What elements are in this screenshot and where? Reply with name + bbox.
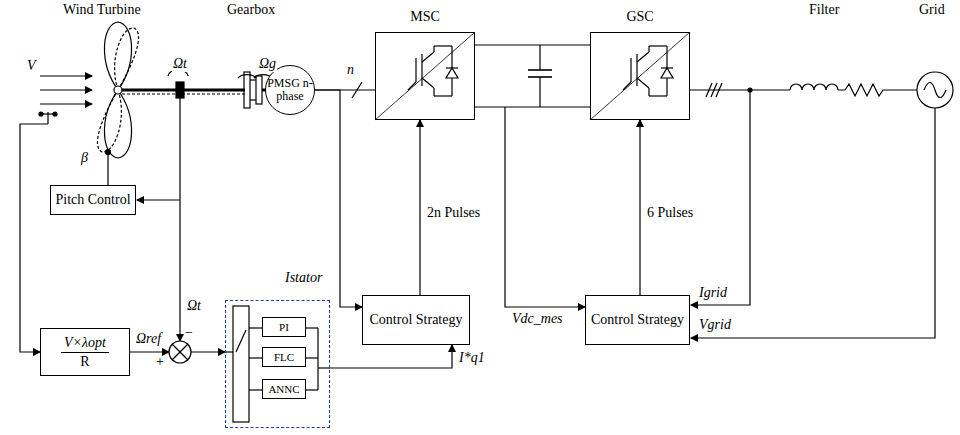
generator-circle: PMSG n-phase	[265, 65, 315, 115]
filter-inductor	[790, 84, 838, 90]
controller-box: FLC	[262, 347, 306, 367]
node-text: FLC	[274, 351, 294, 364]
converter-box: GSC	[590, 32, 690, 120]
node-text: +	[156, 355, 164, 369]
signal-label: Gearbox	[226, 2, 276, 18]
connector	[419, 120, 420, 295]
signal-label: 6 Pulses	[646, 205, 694, 221]
wind-arrow	[40, 89, 92, 90]
signal-label: Vdc_mes	[511, 311, 564, 327]
bearing	[176, 82, 184, 98]
signal-label: Filter	[808, 2, 840, 18]
node-text: GSC	[591, 9, 689, 25]
control-box: Pitch Control	[50, 185, 136, 215]
grid-sine	[924, 83, 946, 98]
pitch-dot	[106, 150, 111, 155]
controller-box: PI	[262, 317, 306, 337]
signal-label: I*q1	[458, 350, 486, 366]
dc-voltage-wire	[505, 107, 585, 307]
junction-dot	[748, 88, 752, 92]
control-box: Control Strategy	[585, 295, 690, 345]
signal-label: Wind Turbine	[62, 2, 142, 18]
connector	[130, 351, 169, 352]
connector	[639, 120, 640, 295]
converter-box: MSC	[375, 32, 475, 120]
node-text: Control Strategy	[370, 312, 463, 328]
filter-resistor	[838, 84, 917, 96]
phase-slash	[711, 83, 717, 97]
node-text: PMSG n-phase	[267, 77, 313, 103]
connector	[475, 44, 590, 45]
summing-cross	[172, 344, 188, 360]
wind-speed-wire	[20, 124, 48, 352]
anemometer	[39, 112, 57, 124]
phase-slash	[706, 83, 712, 97]
grid-source	[917, 72, 953, 108]
signal-label: Ωt	[186, 298, 202, 314]
node-text: MSC	[376, 9, 474, 25]
summing-circle	[169, 341, 191, 363]
signal-label: Igrid	[698, 285, 728, 301]
node-text: −	[185, 326, 193, 340]
reference-box: V×λoptR	[40, 328, 130, 376]
node-text: Control Strategy	[591, 312, 684, 328]
signal-label: Ωref	[135, 331, 162, 347]
phase-slash	[716, 83, 722, 97]
signal-label: Grid	[918, 2, 946, 18]
grid-current-wire	[691, 90, 750, 305]
control-box: Control Strategy	[362, 295, 470, 345]
controller-group: PI FLC ANNC	[225, 300, 330, 428]
node-text: ANNC	[268, 383, 299, 396]
pitch-wire	[107, 152, 108, 185]
node-text: V×λopt	[61, 335, 109, 353]
selector-switch	[225, 306, 330, 422]
signal-label: V	[26, 58, 37, 74]
dc-bus-wire	[475, 106, 590, 107]
wind-arrow	[40, 75, 92, 76]
signal-label: β	[80, 150, 89, 166]
signal-label: Ωt	[172, 56, 188, 72]
grid-wire	[690, 89, 790, 90]
controller-box: ANNC	[262, 379, 306, 399]
signal-label: Ωg	[258, 56, 277, 72]
speed-feedback-wire	[179, 98, 180, 341]
summing-cross	[172, 344, 188, 360]
signal-label: n	[346, 62, 355, 78]
connector	[191, 351, 225, 352]
dc-capacitor	[528, 45, 552, 107]
summing-junction: +−	[169, 341, 191, 363]
connector	[330, 345, 452, 368]
node-text: R	[80, 353, 89, 370]
pitch-input-wire	[137, 199, 180, 200]
signal-label: 2n Pulses	[426, 205, 481, 221]
wind-arrow	[40, 103, 92, 104]
gsc-switch-symbol	[590, 32, 690, 120]
grid-voltage-wire	[691, 108, 935, 338]
msc-switch-symbol	[375, 32, 475, 120]
node-text: PI	[279, 321, 289, 334]
node-text: Pitch Control	[55, 192, 130, 208]
signal-label: Vgrid	[698, 317, 732, 333]
signal-label: Istator	[284, 270, 323, 286]
